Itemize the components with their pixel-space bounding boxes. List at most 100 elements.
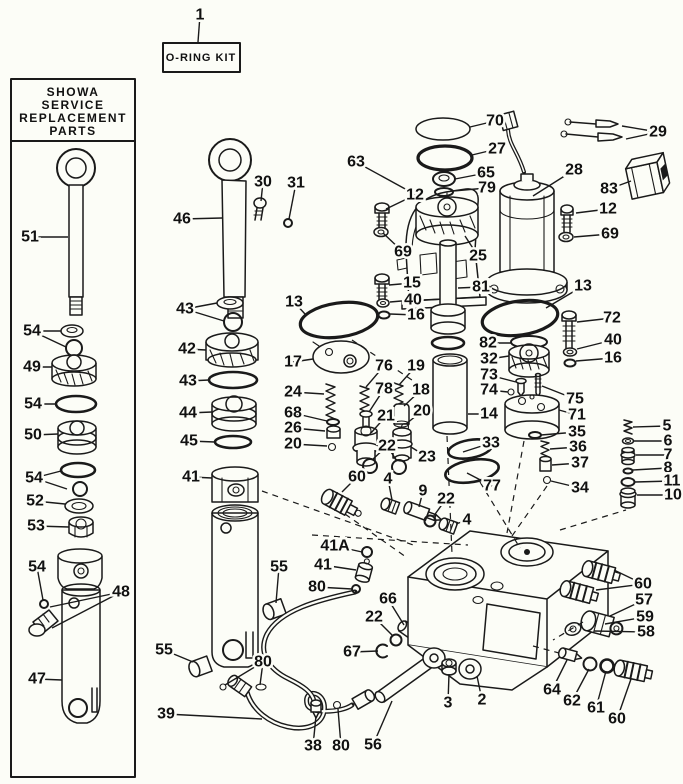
callout-27: 27 bbox=[488, 141, 506, 158]
leader-line-2 bbox=[476, 675, 483, 701]
callout-29: 29 bbox=[649, 124, 667, 141]
leader-line-56 bbox=[372, 700, 393, 746]
callout-65: 65 bbox=[477, 165, 495, 182]
part-77-oring bbox=[444, 457, 500, 485]
part-80-small-fittings bbox=[219, 683, 267, 691]
leader-line-36 bbox=[549, 446, 579, 450]
part-41-cylinder-body bbox=[211, 504, 259, 668]
callout-28: 28 bbox=[565, 162, 583, 179]
callout-11: 11 bbox=[664, 473, 681, 490]
part-69-nut-right bbox=[558, 231, 574, 243]
service-box-frame bbox=[10, 78, 136, 778]
part-53-nut bbox=[68, 516, 94, 538]
leader-line-72 bbox=[576, 317, 613, 323]
service-box-title-line2: SERVICE bbox=[42, 98, 105, 112]
oring-kit-box: O-RING KIT bbox=[162, 42, 241, 73]
callout-22: 22 bbox=[378, 438, 396, 455]
callout-78: 78 bbox=[375, 381, 393, 398]
part-43-oring-large bbox=[207, 370, 259, 390]
leader-line-41 bbox=[190, 476, 213, 479]
leader-line-52 bbox=[34, 500, 66, 505]
part-54-oring-large bbox=[54, 394, 98, 414]
service-parts-box: SHOWA SERVICE REPLACEMENT PARTS bbox=[10, 78, 136, 778]
leader-line-54 bbox=[36, 566, 44, 601]
leader-line-40 bbox=[389, 299, 414, 303]
callout-50: 50 bbox=[24, 427, 42, 444]
callout-49: 49 bbox=[23, 359, 41, 376]
callout-64: 64 bbox=[543, 682, 561, 699]
leader-line-44 bbox=[187, 411, 213, 414]
callout-69: 69 bbox=[601, 226, 619, 243]
leader-line-12 bbox=[385, 194, 416, 210]
leader-line-54 bbox=[33, 470, 62, 479]
leader-line-37 bbox=[551, 462, 581, 466]
callout-80: 80 bbox=[332, 738, 350, 755]
callout-47: 47 bbox=[28, 671, 46, 688]
leader-line-69 bbox=[573, 233, 611, 238]
callout-63: 63 bbox=[347, 154, 365, 171]
callout-79: 79 bbox=[478, 180, 496, 197]
leader-line-68 bbox=[292, 412, 328, 422]
part-54-seal-and-oring-upper bbox=[60, 324, 84, 357]
callout-40: 40 bbox=[604, 332, 622, 349]
callout-70: 70 bbox=[486, 113, 504, 130]
part-81-pump-shaft bbox=[430, 239, 466, 335]
leader-line-77 bbox=[466, 472, 493, 487]
leader-line-76 bbox=[365, 365, 385, 388]
leader-line-31 bbox=[288, 182, 297, 220]
callout-20: 20 bbox=[284, 436, 302, 453]
callout-30: 30 bbox=[254, 174, 272, 191]
part-24-spring bbox=[325, 383, 336, 420]
callout-34: 34 bbox=[571, 480, 589, 497]
callout-33: 33 bbox=[482, 435, 500, 452]
leader-line-43 bbox=[184, 308, 225, 322]
part-48-fitting bbox=[28, 609, 59, 637]
leader-line-69 bbox=[382, 232, 404, 253]
part-4-fitting-b bbox=[438, 517, 459, 535]
part-68-ring bbox=[326, 418, 340, 426]
part-55-plug-right bbox=[262, 597, 288, 621]
leader-line-62 bbox=[571, 668, 590, 702]
part-43-seal-oring-upper bbox=[216, 296, 244, 332]
leader-line-11 bbox=[634, 480, 673, 483]
leader-line-60 bbox=[616, 678, 632, 720]
leader-line-34 bbox=[550, 480, 581, 489]
callout-38: 38 bbox=[304, 738, 322, 755]
part-20-ball-left bbox=[327, 442, 337, 452]
part-41A-oring bbox=[361, 546, 373, 558]
leader-line-22 bbox=[371, 445, 388, 461]
callout-82: 82 bbox=[479, 335, 497, 352]
leader-line-50 bbox=[32, 433, 59, 436]
part-16-ring-right bbox=[563, 358, 577, 368]
leader-line-60 bbox=[341, 476, 358, 493]
leader-line-13 bbox=[293, 301, 306, 315]
oring-kit-frame bbox=[162, 42, 241, 73]
callout-22: 22 bbox=[437, 491, 455, 508]
callout-13: 13 bbox=[285, 294, 303, 311]
callout-22: 22 bbox=[365, 609, 383, 626]
leader-line-5 bbox=[632, 425, 668, 428]
leader-line-43 bbox=[187, 379, 210, 382]
service-box-title-line1: SHOWA bbox=[47, 85, 100, 99]
leader-line-27 bbox=[471, 148, 498, 156]
callout-15: 15 bbox=[403, 275, 421, 292]
leader-line-25 bbox=[464, 235, 479, 257]
part-72-bolt bbox=[561, 310, 577, 349]
part-28-electric-motor bbox=[486, 110, 568, 304]
part-7-valve bbox=[620, 446, 636, 466]
callout-12: 12 bbox=[406, 187, 424, 204]
part-12-screw-right bbox=[560, 204, 574, 233]
part-80-oring bbox=[332, 700, 342, 710]
leader-line-59 bbox=[604, 616, 646, 625]
leader-line-22 bbox=[373, 616, 394, 637]
leader-line-29 bbox=[621, 125, 659, 133]
callout-9: 9 bbox=[419, 483, 428, 500]
part-44-piston bbox=[211, 395, 257, 432]
part-51-tilt-rod bbox=[56, 148, 96, 316]
part-36-spring bbox=[540, 440, 550, 458]
leader-line-12 bbox=[575, 208, 609, 214]
part-60-valve-top-right bbox=[581, 560, 622, 585]
leader-line-40 bbox=[576, 339, 614, 350]
callout-26: 26 bbox=[284, 420, 302, 437]
